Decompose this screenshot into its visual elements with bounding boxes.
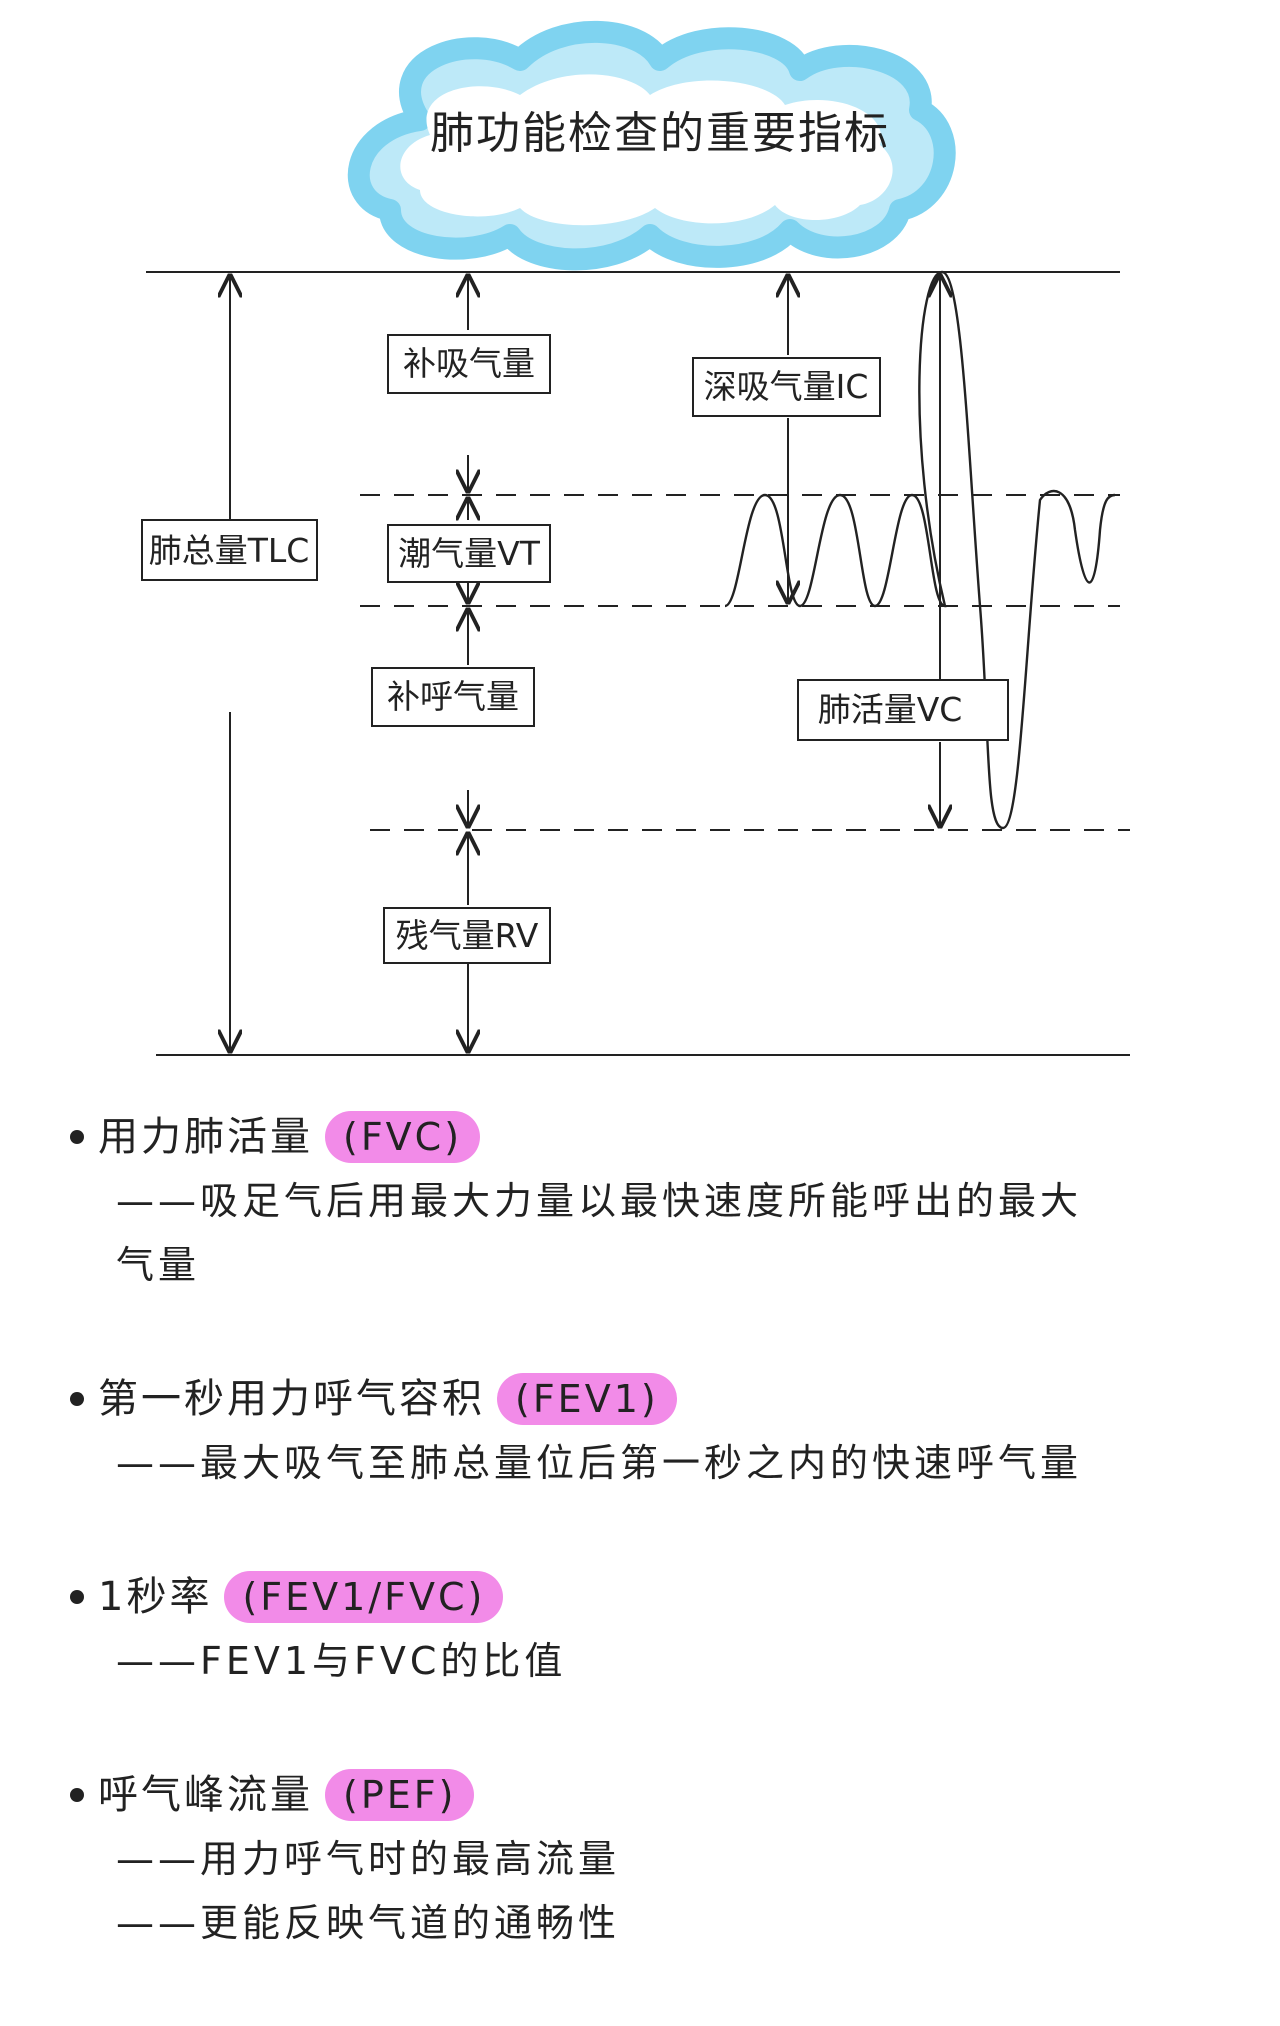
definition-text: ——更能反映气道的通畅性 [116, 1901, 621, 1945]
definition-pef: 呼气峰流量 (PEF) ——用力呼气时的最高流量 ——更能反映气道的通畅性 [70, 1763, 1230, 1955]
bullet-icon [70, 1392, 84, 1406]
ic-box [692, 357, 881, 417]
definition-name: 第一秒用力呼气容积 [98, 1376, 485, 1422]
diagram-title: 肺功能检查的重要指标 [430, 108, 890, 159]
spirometry-trace [724, 270, 1116, 830]
definition-abbreviation: (FVC) [325, 1111, 481, 1163]
definition-heading: 第一秒用力呼气容积 (FEV1) [70, 1367, 1230, 1431]
definitions-list: 用力肺活量 (FVC) ——吸足气后用最大力量以最快速度所能呼出的最大 气量 第… [70, 1105, 1230, 2025]
vt-label: 潮气量VT [398, 534, 541, 573]
definition-heading: 呼气峰流量 (PEF) [70, 1763, 1230, 1827]
definition-name: 用力肺活量 [98, 1114, 313, 1160]
definition-heading: 用力肺活量 (FVC) [70, 1105, 1230, 1169]
definition-abbreviation: (FEV1/FVC) [224, 1571, 504, 1623]
erv-label: 补呼气量 [387, 677, 519, 716]
definition-abbreviation: (PEF) [325, 1769, 475, 1821]
erv-box [371, 667, 535, 727]
definition-name: 呼气峰流量 [98, 1772, 313, 1818]
bullet-icon [70, 1788, 84, 1802]
irv-box [387, 334, 551, 394]
irv-label: 补吸气量 [403, 344, 535, 383]
vc-label: 肺活量VC [818, 690, 963, 729]
tlc-box [141, 519, 318, 581]
definition-fvc: 用力肺活量 (FVC) ——吸足气后用最大力量以最快速度所能呼出的最大 气量 [70, 1105, 1230, 1297]
definition-name: 1秒率 [98, 1574, 213, 1620]
vt-box [387, 524, 551, 583]
definition-text: ——吸足气后用最大力量以最快速度所能呼出的最大 [116, 1179, 1083, 1223]
rv-label: 残气量RV [396, 916, 539, 955]
definition-fev1-fvc: 1秒率 (FEV1/FVC) ——FEV1与FVC的比值 [70, 1565, 1230, 1693]
tlc-label: 肺总量TLC [149, 531, 310, 570]
lung-volume-diagram: 肺功能检查的重要指标 肺总量TLC 补吸气量 潮气量VT 补呼气量 残气量RV … [141, 20, 1130, 1056]
title-cloud [347, 20, 956, 271]
definition-text: 气量 [116, 1243, 201, 1287]
bullet-icon [70, 1590, 84, 1604]
definition-text: ——FEV1与FVC的比值 [116, 1639, 567, 1683]
definition-text: ——最大吸气至肺总量位后第一秒之内的快速呼气量 [116, 1441, 1083, 1485]
definition-abbreviation: (FEV1) [497, 1373, 677, 1425]
ic-label: 深吸气量IC [704, 367, 869, 406]
definition-heading: 1秒率 (FEV1/FVC) [70, 1565, 1230, 1629]
vc-box [797, 679, 1009, 741]
definition-text: ——用力呼气时的最高流量 [116, 1837, 621, 1881]
definition-fev1: 第一秒用力呼气容积 (FEV1) ——最大吸气至肺总量位后第一秒之内的快速呼气量 [70, 1367, 1230, 1495]
bullet-icon [70, 1130, 84, 1144]
rv-box [383, 907, 551, 964]
